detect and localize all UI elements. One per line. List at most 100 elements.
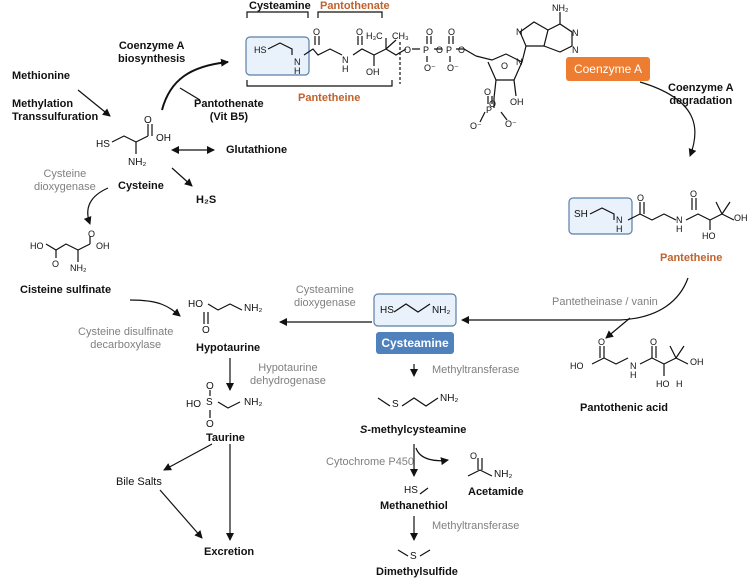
atom-label: CH₃	[392, 31, 409, 41]
atom-label: NH₂	[128, 157, 147, 168]
atom-label: H	[616, 224, 623, 234]
atom-label: OH	[510, 97, 524, 107]
atom-label: O⁻	[505, 119, 517, 129]
atom-label: O	[206, 381, 214, 392]
pantothenic-acid-label: Pantothenic acid	[580, 402, 669, 414]
atom-label: O	[88, 229, 96, 239]
atom-label: S	[392, 399, 399, 410]
atom-label: P	[423, 45, 430, 55]
pantetheine-top-label: Pantetheine	[298, 92, 361, 104]
atom-label: O	[313, 27, 321, 37]
atom-label: NH₂	[70, 263, 87, 273]
glutathione-label: Glutathione	[226, 144, 288, 156]
atom-label: O	[484, 87, 492, 97]
atom-label: HS	[96, 139, 110, 150]
cisteine-sulfinate-label: Cisteine sulfinate	[20, 284, 112, 296]
coa-degradation-label: Coenzyme A degradation	[668, 82, 734, 107]
s-methylcysteamine-label: S-methylcysteamine	[360, 424, 466, 437]
atom-label: N	[516, 57, 523, 67]
hypotaurine-dehydrogenase-label: Hypotaurine dehydrogenase	[250, 362, 326, 387]
bracket-pantothenate-label: Pantothenate	[320, 0, 390, 12]
atom-label: H₃C	[366, 31, 383, 41]
atom-label: O	[690, 189, 698, 199]
atom-label: N	[572, 45, 579, 55]
atom-label: P	[446, 45, 453, 55]
bile-salts-label: Bile Salts	[116, 476, 162, 488]
atom-label: HS	[404, 485, 418, 496]
atom-label: O	[404, 45, 412, 55]
cysteamine-dioxygenase-label: Cysteamine dioxygenase	[294, 284, 356, 309]
methanethiol-label: Methanethiol	[380, 500, 448, 512]
atom-label: OH	[734, 213, 748, 223]
excretion-label: Excretion	[204, 546, 255, 558]
methyltransferase-2-label: Methyltransferase	[432, 520, 520, 532]
atom-label: O	[52, 259, 60, 269]
acetamide-label: Acetamide	[468, 486, 524, 498]
s-methylcysteamine-prefix: S	[360, 424, 368, 436]
atom-label: H	[676, 379, 683, 389]
taurine-label: Taurine	[206, 432, 245, 444]
methyltransferase-1-label: Methyltransferase	[432, 364, 520, 376]
atom-label: O	[206, 419, 214, 430]
s-methylcysteamine-suffix: -methylcysteamine	[367, 424, 467, 436]
atom-label: S	[410, 551, 417, 562]
atom-label: P	[486, 105, 493, 115]
atom-label: OH	[96, 241, 110, 251]
atom-label: HO	[702, 231, 716, 241]
coa-biosynthesis-label: Coenzyme A biosynthesis	[118, 40, 186, 65]
atom-label: O	[144, 115, 152, 126]
atom-label: O	[650, 337, 658, 347]
atom-label: NH₂	[552, 3, 569, 13]
atom-label: HS	[254, 45, 267, 55]
atom-label: NH₂	[494, 469, 513, 480]
hypotaurine-label: Hypotaurine	[196, 342, 261, 354]
atom-label: HO	[188, 299, 203, 310]
atom-label: O	[470, 451, 478, 461]
atom-label: O⁻	[470, 121, 482, 131]
pantothenate-label: Pantothenate (Vit B5)	[194, 98, 264, 123]
atom-label: HS	[380, 305, 394, 316]
cysteine-disulfinate-decarboxylase-label: Cysteine disulfinate decarboxylase	[78, 326, 174, 351]
atom-label: N	[616, 215, 623, 225]
coenzyme-a-box: Coenzyme A	[566, 57, 650, 81]
pantetheinase-vanin-label: Pantetheinase / vanin	[552, 296, 658, 308]
atom-label: H	[676, 224, 683, 234]
atom-label: S	[206, 397, 213, 408]
atom-label: O	[501, 61, 509, 71]
atom-label: O	[489, 99, 497, 109]
atom-label: OH	[156, 133, 171, 144]
atom-label: HO	[30, 241, 44, 251]
atom-label: N	[294, 57, 301, 67]
atom-label: H	[630, 370, 637, 380]
atom-label: N	[516, 27, 523, 37]
atom-label: N	[572, 28, 579, 38]
cysteine-label: Cysteine	[118, 180, 164, 192]
atom-label: N	[676, 215, 683, 225]
atom-label: O	[426, 27, 434, 37]
atom-label: O	[436, 45, 444, 55]
atom-label: OH	[366, 67, 380, 77]
methylation-label: Methylation Transsulfuration	[12, 98, 99, 123]
cysteine-structure	[111, 124, 153, 154]
cysteine-dioxygenase-label: Cysteine dioxygenase	[34, 168, 96, 193]
atom-label: O⁻	[424, 63, 436, 73]
atom-label: N	[342, 55, 349, 65]
atom-label: O	[598, 337, 606, 347]
atom-label: HO	[570, 361, 584, 371]
bracket-cysteamine-label: Cysteamine	[249, 0, 311, 12]
coenzyme-a-structure	[245, 11, 573, 123]
atom-label: NH₂	[244, 397, 263, 408]
atom-label: N	[630, 361, 637, 371]
atom-label: O	[356, 27, 364, 37]
atom-label: NH₂	[244, 303, 263, 314]
atom-label: NH₂	[432, 305, 451, 316]
pantetheine-right-label: Pantetheine	[660, 252, 723, 264]
dimethylsulfide-label: Dimethylsulfide	[376, 566, 458, 578]
atom-label: HO	[656, 379, 670, 389]
atom-label: O⁻	[447, 63, 459, 73]
cysteamine-box: Cysteamine	[376, 332, 454, 354]
atom-label: H	[294, 66, 301, 76]
atom-label: O	[448, 27, 456, 37]
atom-label: SH	[574, 209, 588, 220]
